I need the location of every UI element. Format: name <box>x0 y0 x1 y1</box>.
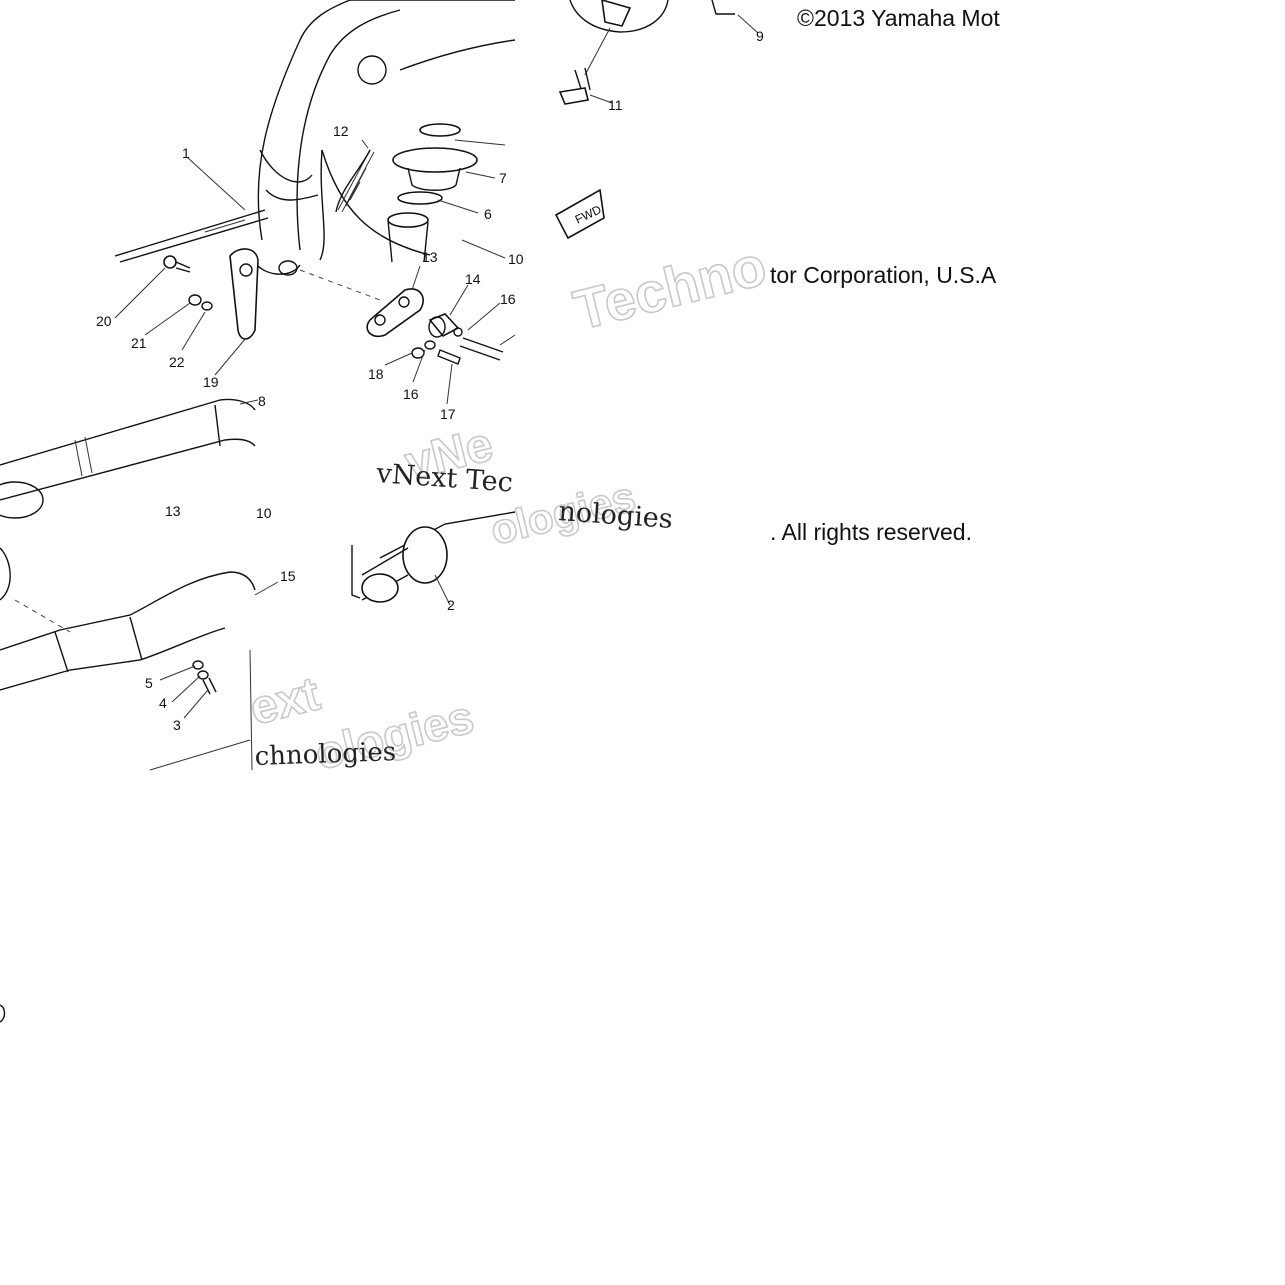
callout-11: 11 <box>608 97 623 113</box>
watermark-ext: ext <box>245 667 325 735</box>
callout-7: 7 <box>499 170 507 186</box>
callout-8: 8 <box>258 393 266 409</box>
callout-13b: 13 <box>165 503 181 519</box>
callout-2: 2 <box>447 597 455 613</box>
callout-3: 3 <box>173 717 181 733</box>
callout-19: 19 <box>203 374 219 390</box>
callout-12: 12 <box>333 123 349 139</box>
callout-16: 16 <box>500 291 516 307</box>
pipe-end-tile <box>351 511 516 606</box>
callout-1: 1 <box>182 145 190 161</box>
callout-10: 10 <box>508 251 524 267</box>
callout-20: 20 <box>96 313 112 329</box>
fwd-arrow-icon: FWD <box>554 188 605 240</box>
copyright-line-2: tor Corporation, U.S.A <box>770 262 997 288</box>
callout-10b: 10 <box>256 505 272 521</box>
watermark: Techno vNe vNext Tec ologies nologies ex… <box>244 233 773 781</box>
callout-6: 6 <box>484 206 492 222</box>
copyright-line-3: . All rights reserved. <box>770 519 972 545</box>
callout-17: 17 <box>440 406 456 422</box>
watermark-techno: Techno <box>568 233 772 341</box>
edge-fragment <box>0 1004 6 1023</box>
callout-13: 13 <box>422 249 438 265</box>
copyright-line-1: ©2013 Yamaha Mot <box>797 5 1000 31</box>
watermark-chnologies: chnologies <box>254 737 396 772</box>
callout-labels: 1 2 3 4 5 6 7 8 9 10 10 11 12 13 13 14 1… <box>96 28 764 733</box>
callout-5: 5 <box>145 675 153 691</box>
exhaust-frame-tile <box>0 0 516 519</box>
callout-22: 22 <box>169 354 185 370</box>
muffler-end-tile: FWD <box>554 0 759 240</box>
callout-21: 21 <box>131 335 147 351</box>
callout-14: 14 <box>465 271 481 287</box>
callout-9: 9 <box>756 28 764 44</box>
callout-4: 4 <box>159 695 167 711</box>
callout-18: 18 <box>368 366 384 382</box>
callout-15: 15 <box>280 568 296 584</box>
exhaust-pipe-tile <box>0 547 279 771</box>
callout-16b: 16 <box>403 386 419 402</box>
